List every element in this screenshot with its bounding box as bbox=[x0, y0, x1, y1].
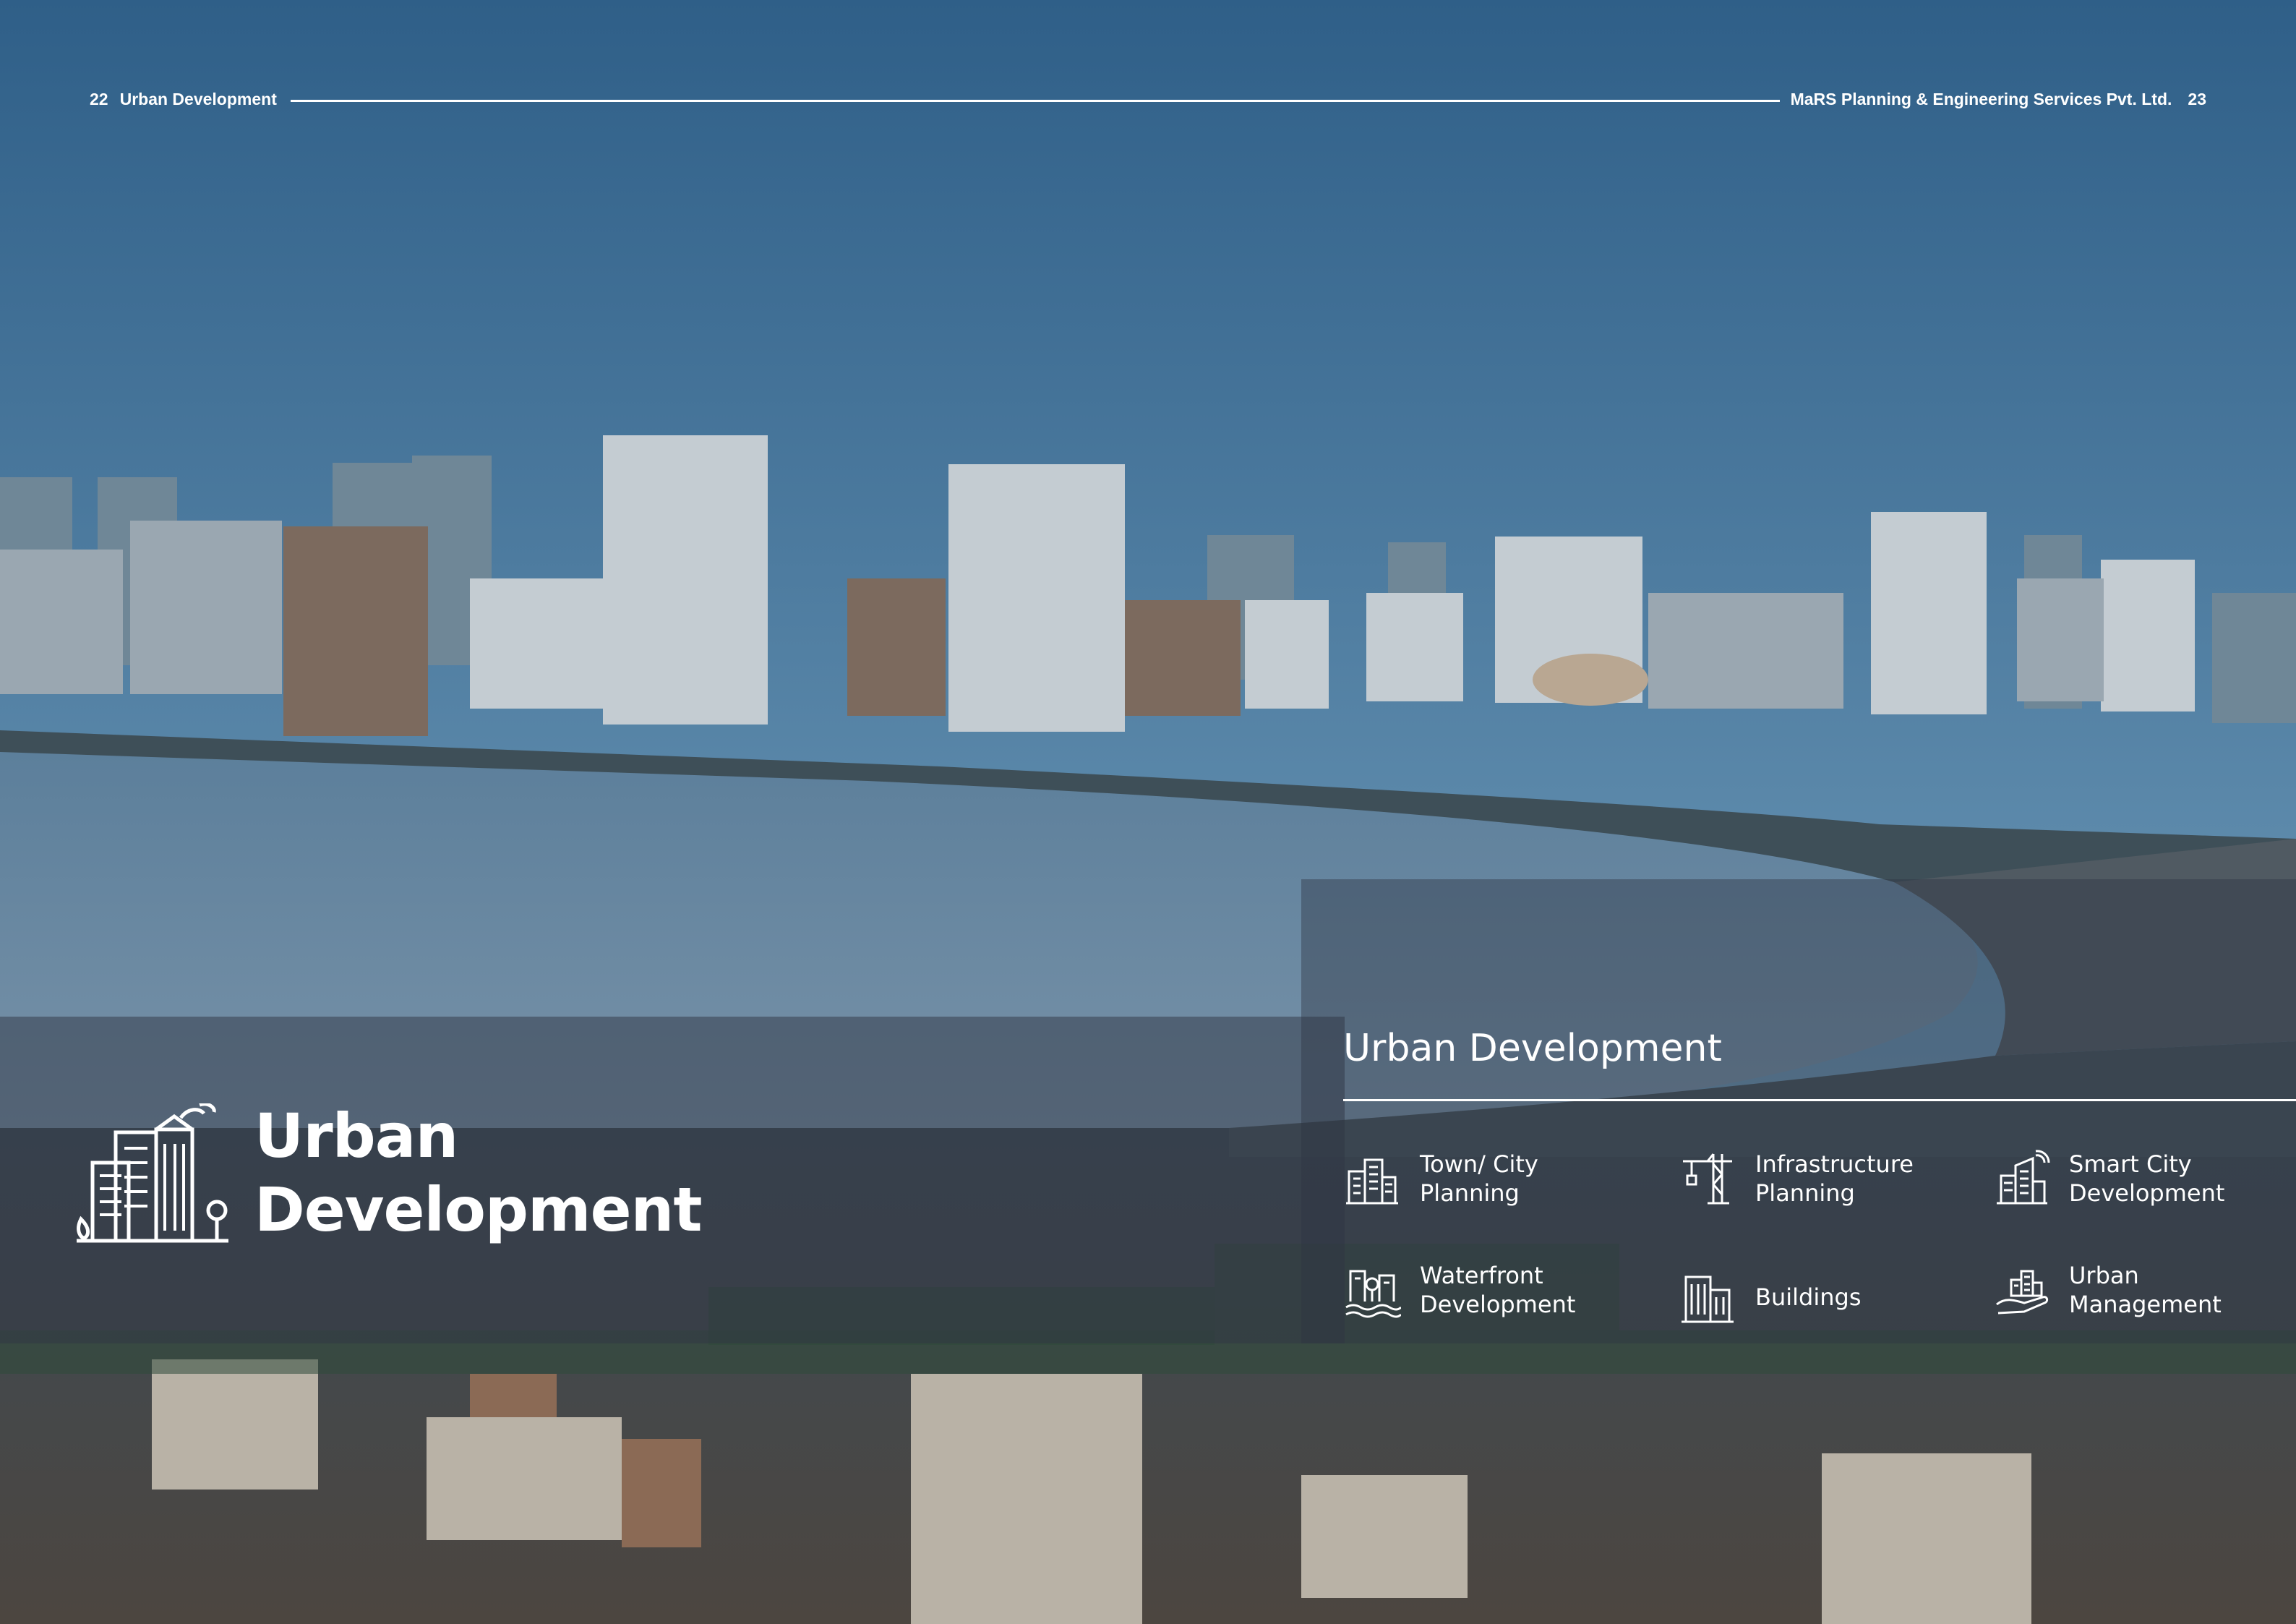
right-running-head: MaRS Planning & Engineering Services Pvt… bbox=[1791, 90, 2206, 109]
city-buildings-icon bbox=[77, 1103, 228, 1243]
services-heading: Urban Development bbox=[1343, 1027, 1722, 1070]
left-running-head: 22 Urban Development bbox=[90, 90, 277, 109]
hero-title-line1: Urban bbox=[254, 1101, 458, 1171]
smart-city-icon bbox=[1997, 1150, 2050, 1205]
right-page-number: 23 bbox=[2188, 90, 2206, 108]
left-page-number: 22 bbox=[90, 90, 108, 108]
service-label: Buildings bbox=[1755, 1283, 1862, 1311]
company-name: MaRS Planning & Engineering Services Pvt… bbox=[1790, 90, 2172, 108]
services-divider bbox=[1343, 1099, 2296, 1101]
left-overlay-band bbox=[0, 1017, 1345, 1343]
service-buildings: Buildings bbox=[1679, 1268, 1922, 1326]
crane-icon bbox=[1683, 1153, 1732, 1205]
urban-management-icon bbox=[1996, 1270, 2049, 1315]
building-icon bbox=[1682, 1275, 1734, 1323]
waterfront-icon bbox=[1345, 1270, 1401, 1318]
header-divider bbox=[291, 100, 1780, 102]
page-header: 22 Urban Development MaRS Planning & Engi… bbox=[0, 85, 2296, 117]
hero-title: Urban Development bbox=[254, 1099, 703, 1247]
left-section-title: Urban Development bbox=[119, 90, 277, 108]
town-planning-icon bbox=[1346, 1158, 1398, 1205]
right-overlay-band bbox=[1301, 879, 2296, 1343]
hero-title-line2: Development bbox=[254, 1174, 703, 1245]
